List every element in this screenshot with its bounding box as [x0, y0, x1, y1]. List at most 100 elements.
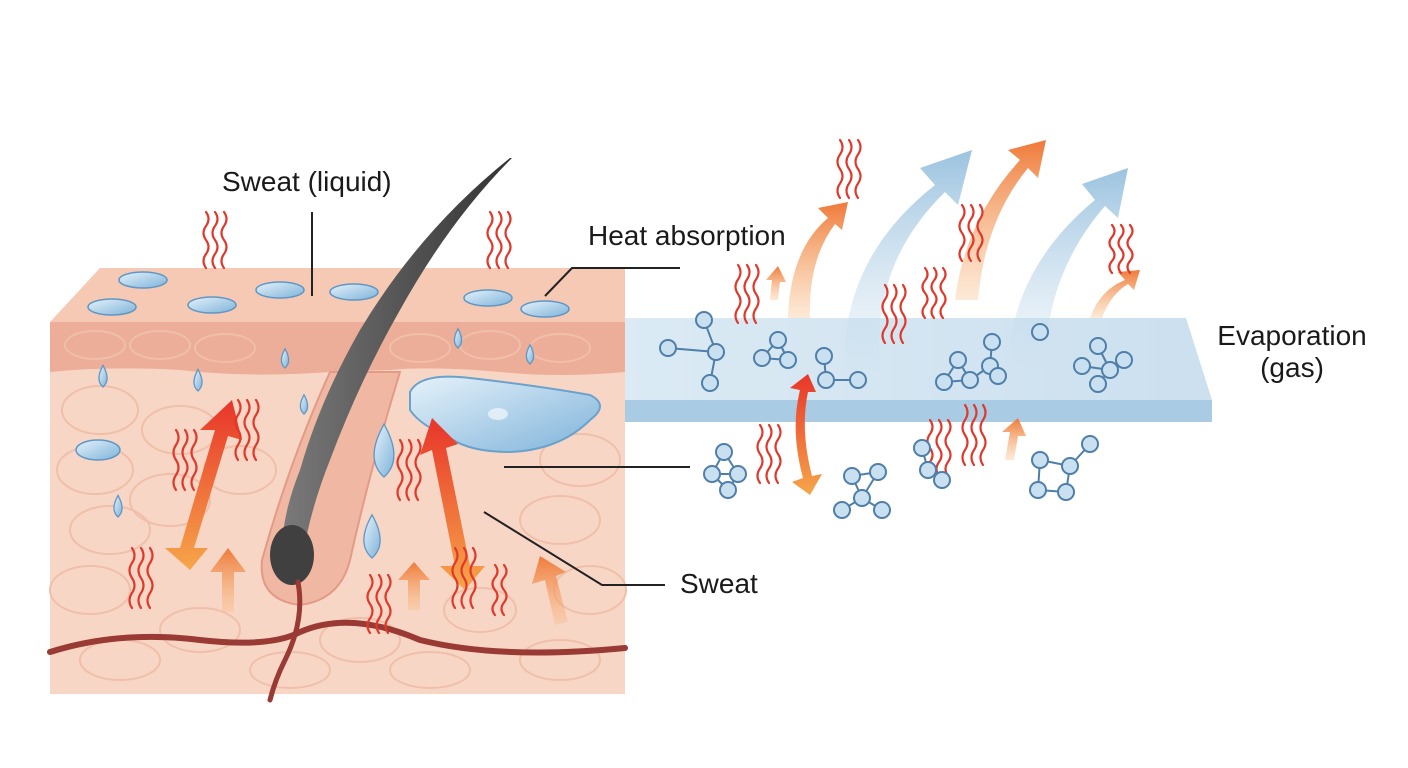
- double-arrow-left: [165, 400, 242, 570]
- sweat-droplet: [193, 368, 203, 392]
- heat-wave: [137, 546, 145, 610]
- surface-drop: [463, 289, 513, 307]
- vapor-molecule: [913, 439, 951, 489]
- heat-wave: [845, 138, 853, 200]
- heat-wave: [944, 418, 952, 478]
- vapor-molecule: [935, 333, 1007, 391]
- surface-drop: [187, 296, 237, 314]
- heat-wave: [752, 263, 760, 325]
- heat-wave: [1108, 223, 1116, 275]
- heat-wave: [243, 398, 251, 462]
- label-sweat: Sweat: [680, 568, 758, 599]
- up-arrow-1: [210, 548, 246, 612]
- vapor-arrow-2: [1008, 168, 1128, 370]
- heat-wave: [486, 210, 494, 270]
- vapor-arrow-3: [788, 202, 848, 318]
- vapor-molecule: [1029, 435, 1099, 501]
- double-arrow-right: [420, 418, 485, 590]
- heat-wave: [774, 423, 782, 485]
- heat-wave: [899, 283, 907, 345]
- heat-wave: [836, 138, 844, 200]
- heat-wave: [1117, 223, 1125, 275]
- vapor-arrow-4: [955, 140, 1046, 300]
- heat-wave: [469, 546, 477, 610]
- up-arrow-3: [532, 556, 568, 625]
- sweat-droplet: [525, 343, 535, 365]
- heat-wave: [504, 210, 512, 270]
- heat-wave: [181, 428, 189, 492]
- leader-lines: [311, 212, 690, 586]
- label-heat-absorption: Heat absorption: [588, 220, 786, 251]
- surface-drop: [520, 300, 570, 318]
- heat-wave: [252, 398, 260, 462]
- heat-wave: [366, 573, 374, 635]
- heat-wave: [890, 283, 898, 345]
- vapor-molecule: [833, 463, 891, 519]
- sweat-droplet: [280, 347, 290, 369]
- hair-bulb: [270, 525, 314, 585]
- heat-wave: [854, 138, 862, 200]
- heat-wave: [190, 428, 198, 492]
- heat-wave: [146, 546, 154, 610]
- vapor-molecule: [703, 443, 747, 499]
- heat-wave: [979, 403, 987, 467]
- heat-wave: [234, 398, 242, 462]
- heat-wave: [172, 428, 180, 492]
- heat-wave: [958, 203, 966, 263]
- hair-shaft: [281, 158, 512, 560]
- label-evaporation-line1: Evaporation: [1217, 320, 1367, 351]
- sweat-droplet: [299, 393, 309, 415]
- vapor-molecule: [815, 347, 867, 389]
- heat-wave: [460, 546, 468, 610]
- surface-drop: [75, 439, 121, 461]
- inner-sweat-droplets: [98, 327, 535, 559]
- panel-up-arrow: [1002, 418, 1026, 460]
- leader-sweat: [483, 511, 665, 586]
- heat-wave: [967, 203, 975, 263]
- heat-wave: [396, 438, 404, 502]
- vapor-molecule: [1031, 323, 1049, 341]
- label-evaporation: Evaporation (gas): [1204, 320, 1380, 384]
- vapor-molecule: [753, 331, 797, 369]
- heat-wave: [939, 266, 947, 320]
- blood-vessel: [47, 619, 628, 656]
- vapor-molecule: [1073, 337, 1133, 393]
- heat-wave: [930, 266, 938, 320]
- heat-wave: [756, 423, 764, 485]
- surface-sweat-drops: [75, 271, 570, 461]
- surface-drop: [329, 283, 379, 301]
- sweat-droplet: [373, 422, 395, 478]
- epidermis-layer: [50, 322, 625, 375]
- surface-drop: [87, 298, 137, 316]
- label-evaporation-line2: (gas): [1260, 352, 1324, 384]
- water-vapor-molecules: [659, 311, 1133, 519]
- heat-wave: [384, 573, 392, 635]
- heat-wave: [211, 210, 219, 270]
- heat-wave: [500, 563, 508, 617]
- sweat-droplet: [363, 513, 381, 559]
- surface-drop: [118, 271, 168, 289]
- vapor-arrow-1: [844, 150, 972, 370]
- heat-wave: [935, 418, 943, 478]
- heat-wave: [976, 203, 984, 263]
- heat-wave: [1126, 223, 1134, 275]
- heat-wave: [734, 263, 742, 325]
- heat-wave: [375, 573, 383, 635]
- heat-wave: [921, 266, 929, 320]
- surface-drop: [255, 281, 305, 299]
- heat-wave: [743, 263, 751, 325]
- sweat-droplet: [113, 494, 123, 518]
- panel-double-arrow: [790, 374, 822, 495]
- heat-wave: [491, 563, 499, 617]
- heat-wave: [220, 210, 228, 270]
- vapor-molecule: [659, 311, 725, 392]
- heat-wave: [765, 423, 773, 485]
- heat-arrows: [165, 266, 1026, 625]
- heat-wave: [128, 546, 136, 610]
- sweat-droplet: [453, 327, 463, 349]
- vapor-arrow-5: [1090, 270, 1140, 318]
- vapor-arrows: [788, 140, 1140, 370]
- heat-wave: [495, 210, 503, 270]
- heat-wave: [881, 283, 889, 345]
